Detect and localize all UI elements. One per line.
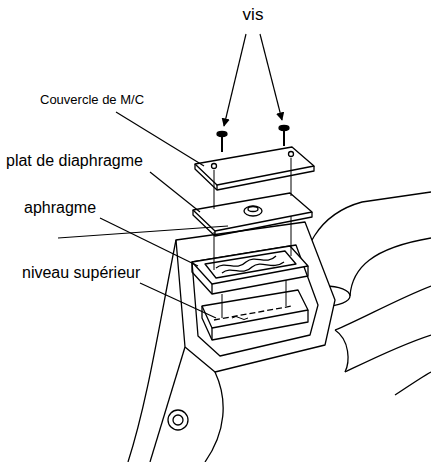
part-label: Couvercle de M/C — [38, 93, 146, 107]
part-label: aphragme — [22, 199, 98, 217]
alignment-line — [214, 158, 291, 318]
reservoir — [202, 290, 308, 340]
master-cylinder-body — [128, 222, 335, 462]
diaphragm-plate — [193, 193, 312, 236]
screw-label: vis — [241, 6, 266, 25]
master-cylinder-cover — [195, 147, 314, 190]
part-label: niveau supérieur — [20, 264, 142, 282]
part-label: plat de diaphragme — [4, 152, 145, 170]
screw — [217, 126, 289, 153]
